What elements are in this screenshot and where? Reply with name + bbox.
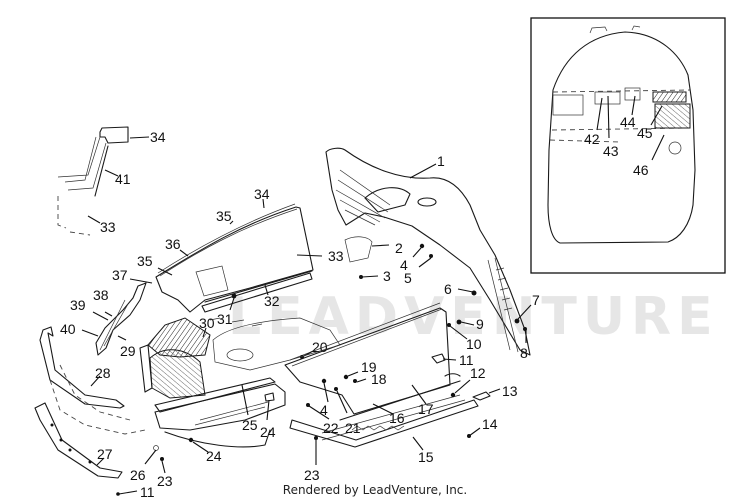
callout-45: 45 <box>637 125 653 141</box>
callout-6: 6 <box>444 281 452 297</box>
callout-28: 28 <box>95 365 111 381</box>
callout-42: 42 <box>584 131 600 147</box>
inset-top-notch <box>589 25 641 34</box>
inset-bracket-44 <box>624 87 641 101</box>
callout-34-top: 34 <box>150 129 166 145</box>
callout-1: 1 <box>437 153 445 169</box>
callout-36: 36 <box>165 236 181 252</box>
callout-34: 34 <box>254 186 270 202</box>
callout-2: 2 <box>395 240 403 256</box>
callout-39: 39 <box>70 297 86 313</box>
callout-15: 15 <box>418 449 434 465</box>
leader-44 <box>631 95 636 116</box>
inset-left-block <box>552 94 584 116</box>
callout-24-lower: 24 <box>206 448 222 464</box>
right-floor-panel <box>284 302 491 448</box>
inset-bracket-43 <box>594 91 621 105</box>
callout-9: 9 <box>476 316 484 332</box>
leader-43 <box>607 95 610 139</box>
leader-45 <box>650 105 663 126</box>
callout-14: 14 <box>482 416 498 432</box>
callout-22: 22 <box>323 420 339 436</box>
callout-26: 26 <box>130 467 146 483</box>
side-panel-33 <box>155 203 314 313</box>
callout-35-upper: 35 <box>216 208 232 224</box>
callout-43: 43 <box>603 143 619 159</box>
callout-30: 30 <box>199 315 215 331</box>
callout-13: 13 <box>502 383 518 399</box>
callout-40: 40 <box>60 321 76 337</box>
callout-10: 10 <box>466 336 482 352</box>
left-floor-panel <box>139 317 341 448</box>
footer-credit: Rendered by LeadVenture, Inc. <box>282 483 468 497</box>
callout-18: 18 <box>371 371 387 387</box>
watermark: LEADVENTURE <box>228 287 719 347</box>
callout-37: 37 <box>112 267 128 283</box>
callout-3: 3 <box>383 268 391 284</box>
inset-detail-view: 42 43 44 45 46 <box>530 17 726 274</box>
callout-29: 29 <box>120 343 136 359</box>
leader-46 <box>651 134 665 161</box>
callout-12: 12 <box>470 365 486 381</box>
inset-circle-feature <box>668 141 682 155</box>
callout-35-lower: 35 <box>137 253 153 269</box>
leader-42 <box>596 97 603 131</box>
hood-part-1 <box>325 147 531 356</box>
callout-8: 8 <box>520 345 528 361</box>
callout-25: 25 <box>242 417 258 433</box>
callout-23-left: 23 <box>157 473 173 489</box>
callout-23-bottom: 23 <box>304 467 320 483</box>
callout-38: 38 <box>93 287 109 303</box>
callout-33: 33 <box>328 248 344 264</box>
callout-41: 41 <box>115 171 131 187</box>
inset-part-45 <box>652 91 687 103</box>
callout-20: 20 <box>312 339 328 355</box>
callout-4-upper: 4 <box>400 257 408 273</box>
callout-21: 21 <box>345 420 361 436</box>
callout-46: 46 <box>633 162 649 178</box>
callout-19: 19 <box>361 359 377 375</box>
inset-panel-edge <box>549 89 691 143</box>
callout-27: 27 <box>97 446 113 462</box>
callout-5: 5 <box>404 270 412 286</box>
callout-32: 32 <box>264 293 280 309</box>
callout-7: 7 <box>532 292 540 308</box>
callout-33-top: 33 <box>100 219 116 235</box>
inset-part-45b <box>654 103 691 129</box>
part-41-bracket <box>57 126 129 236</box>
inset-frame <box>530 17 726 274</box>
left-fender-trim <box>34 282 147 479</box>
callout-11: 11 <box>459 352 474 368</box>
callout-31: 31 <box>217 311 233 327</box>
callout-4-lower: 4 <box>320 402 328 418</box>
callout-24-upper: 24 <box>260 424 276 440</box>
callout-11-bottom: 11 <box>140 484 155 500</box>
callout-17: 17 <box>418 401 434 417</box>
callout-16: 16 <box>389 410 405 426</box>
callout-44: 44 <box>620 114 636 130</box>
inset-hood-outline <box>547 31 696 244</box>
